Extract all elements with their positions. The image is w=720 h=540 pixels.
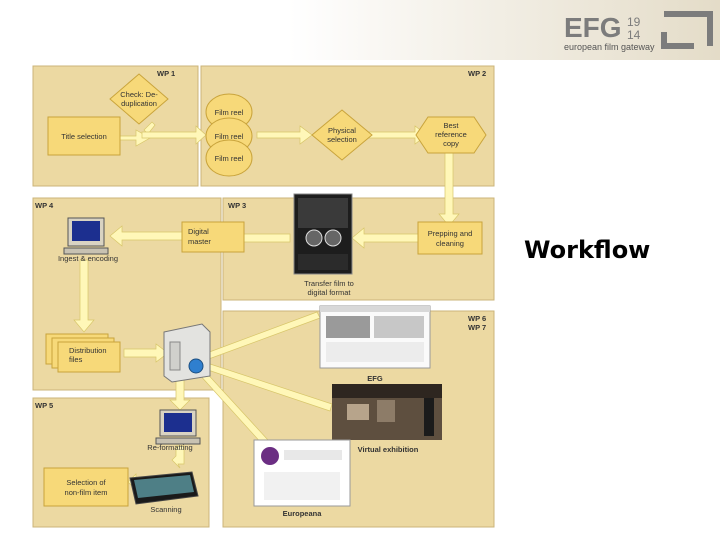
wp3-label: WP 3 [228,201,246,210]
selection-label-1: Selection of [66,478,106,487]
header-bar [0,0,720,60]
arrow-ingest-to-distribution [73,259,95,333]
wp7-label: WP 7 [468,323,486,332]
prepping-label-1: Prepping and [428,229,473,238]
check-dedup-label-1: Check: De- [120,90,158,99]
server-icon [163,323,211,383]
logo-bracket-top [664,11,713,46]
arrow-reels-to-physical [256,125,313,145]
distribution-label-1: Distribution [69,346,107,355]
efg-website-screenshot [319,305,431,369]
arrow-digital-to-ingest [109,225,183,247]
virtual-exhibition-label: Virtual exhibition [358,445,419,454]
best-reference-label-1: Best [443,121,459,130]
wp4-label: WP 4 [35,201,54,210]
logo-year-top: 19 [627,15,641,29]
ingest-label: Ingest & encoding [58,254,118,263]
slide-title: Workflow [524,236,651,264]
distribution-files-node [45,333,121,373]
wp1-label: WP 1 [157,69,175,78]
europeana-website-screenshot [253,439,351,507]
best-reference-node [415,116,487,154]
film-reel-label-3: Film reel [215,154,244,163]
physical-selection-node [311,109,373,161]
transfer-label-2: digital format [308,288,352,297]
physical-selection-label-1: Physical [328,126,356,135]
arrow-reformatting-to-scanning [171,445,185,469]
title-selection-label: Title selection [61,132,107,141]
selection-node [43,467,129,507]
digital-master-node [181,221,245,253]
reformatting-label: Re-formatting [147,443,192,452]
check-dedup-label-2: duplication [121,99,157,108]
prepping-label-2: cleaning [436,239,464,248]
film-scanner-image [293,193,353,275]
computer-icon-ingest [63,217,109,255]
efg-logo: EFG 19 14 european film gateway [564,11,713,52]
title-selection-node [47,116,121,156]
arrow-best-to-prepping [438,151,460,227]
efg-label: EFG [367,374,383,383]
transfer-label-1: Transfer film to [304,279,354,288]
virtual-exhibition-photo [332,384,442,440]
film-reel-node-3 [205,139,253,177]
digital-master-label-2: master [188,237,211,246]
selection-label-2: non-film item [65,488,108,497]
physical-selection-label-2: selection [327,135,357,144]
europeana-label: Europeana [283,509,323,518]
workflow-diagram: WP 1 WP 2 WP 4 WP 3 WP 6 WP 7 WP 5 Check… [32,65,495,528]
arrow-distribution-to-server [123,343,169,363]
scanner-icon [129,471,199,505]
logo-bracket-bottom [661,32,694,49]
digital-master-label-1: Digital [188,227,209,236]
computer-icon-reformatting [155,409,201,445]
prepping-node [417,221,483,255]
distribution-label-2: files [69,355,83,364]
logo-brand: EFG [564,12,622,43]
best-reference-label-2: reference [435,130,467,139]
arrow-prepping-to-transfer [351,227,419,249]
logo-year-bottom: 14 [627,28,641,42]
film-reel-label-2: Film reel [215,132,244,141]
best-reference-label-3: copy [443,139,459,148]
wp5-label: WP 5 [35,401,53,410]
film-reel-label-1: Film reel [215,108,244,117]
wp2-label: WP 2 [468,69,486,78]
scanning-label: Scanning [150,505,181,514]
arrow-title-to-reels [141,125,207,145]
logo-tagline: european film gateway [564,42,655,52]
check-dedup-node [109,73,169,125]
wp6-label: WP 6 [468,314,486,323]
